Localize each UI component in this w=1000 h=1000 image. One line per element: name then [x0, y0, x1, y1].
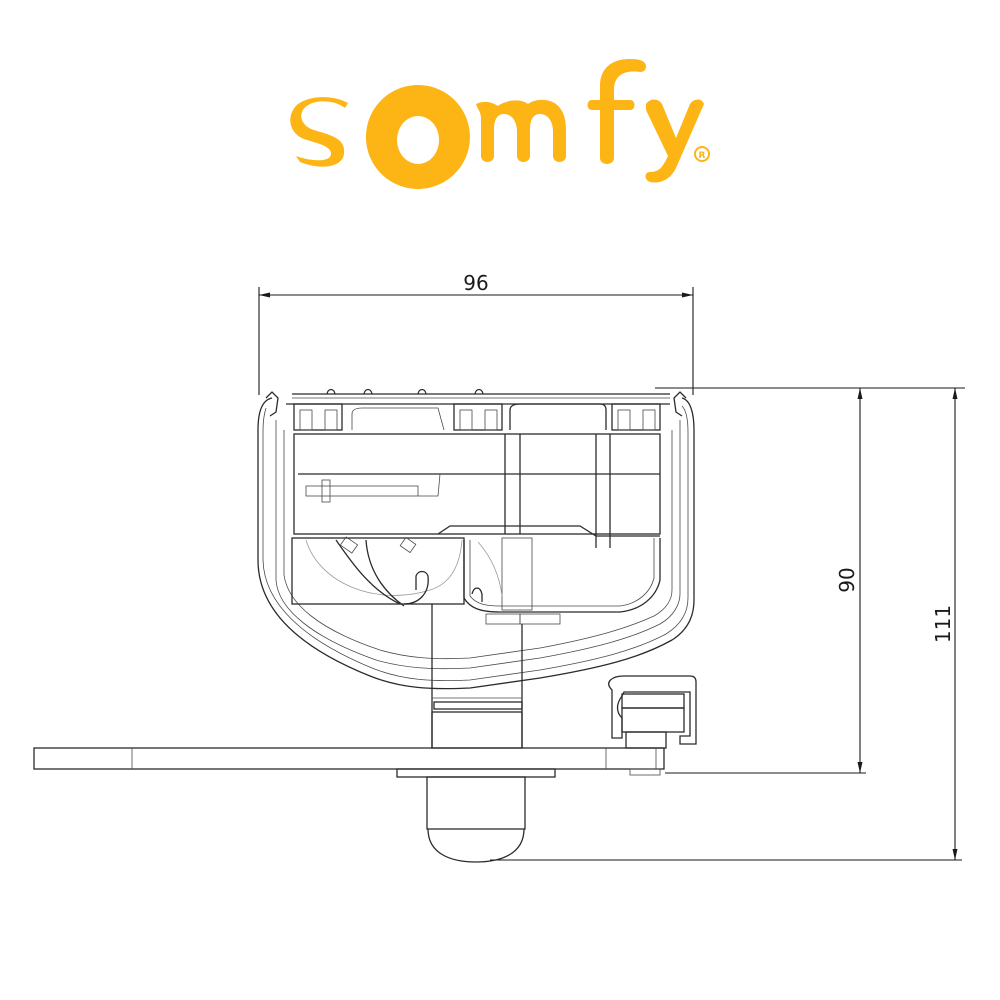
dimension-height-body: [655, 387, 965, 774]
somfy-logo: R: [290, 59, 710, 189]
dimension-label-width: 96: [463, 271, 488, 295]
housing-shell: [257, 391, 695, 690]
lower-internals: [291, 536, 661, 625]
logo-wordmark: [290, 59, 704, 189]
mounting-plate: [33, 747, 665, 778]
svg-text:R: R: [699, 151, 706, 161]
side-clip-bracket: [608, 675, 697, 776]
sensor-dome: [426, 776, 526, 863]
registered-mark-icon: R: [694, 146, 710, 162]
dimension-height-total: [490, 388, 962, 861]
dimension-label-height-body: 90: [835, 567, 859, 592]
top-rail: [286, 388, 670, 431]
motor-body: [293, 433, 661, 548]
dimension-width: [258, 287, 694, 395]
dimension-label-height-total: 111: [931, 605, 955, 643]
central-shaft: [431, 604, 523, 749]
